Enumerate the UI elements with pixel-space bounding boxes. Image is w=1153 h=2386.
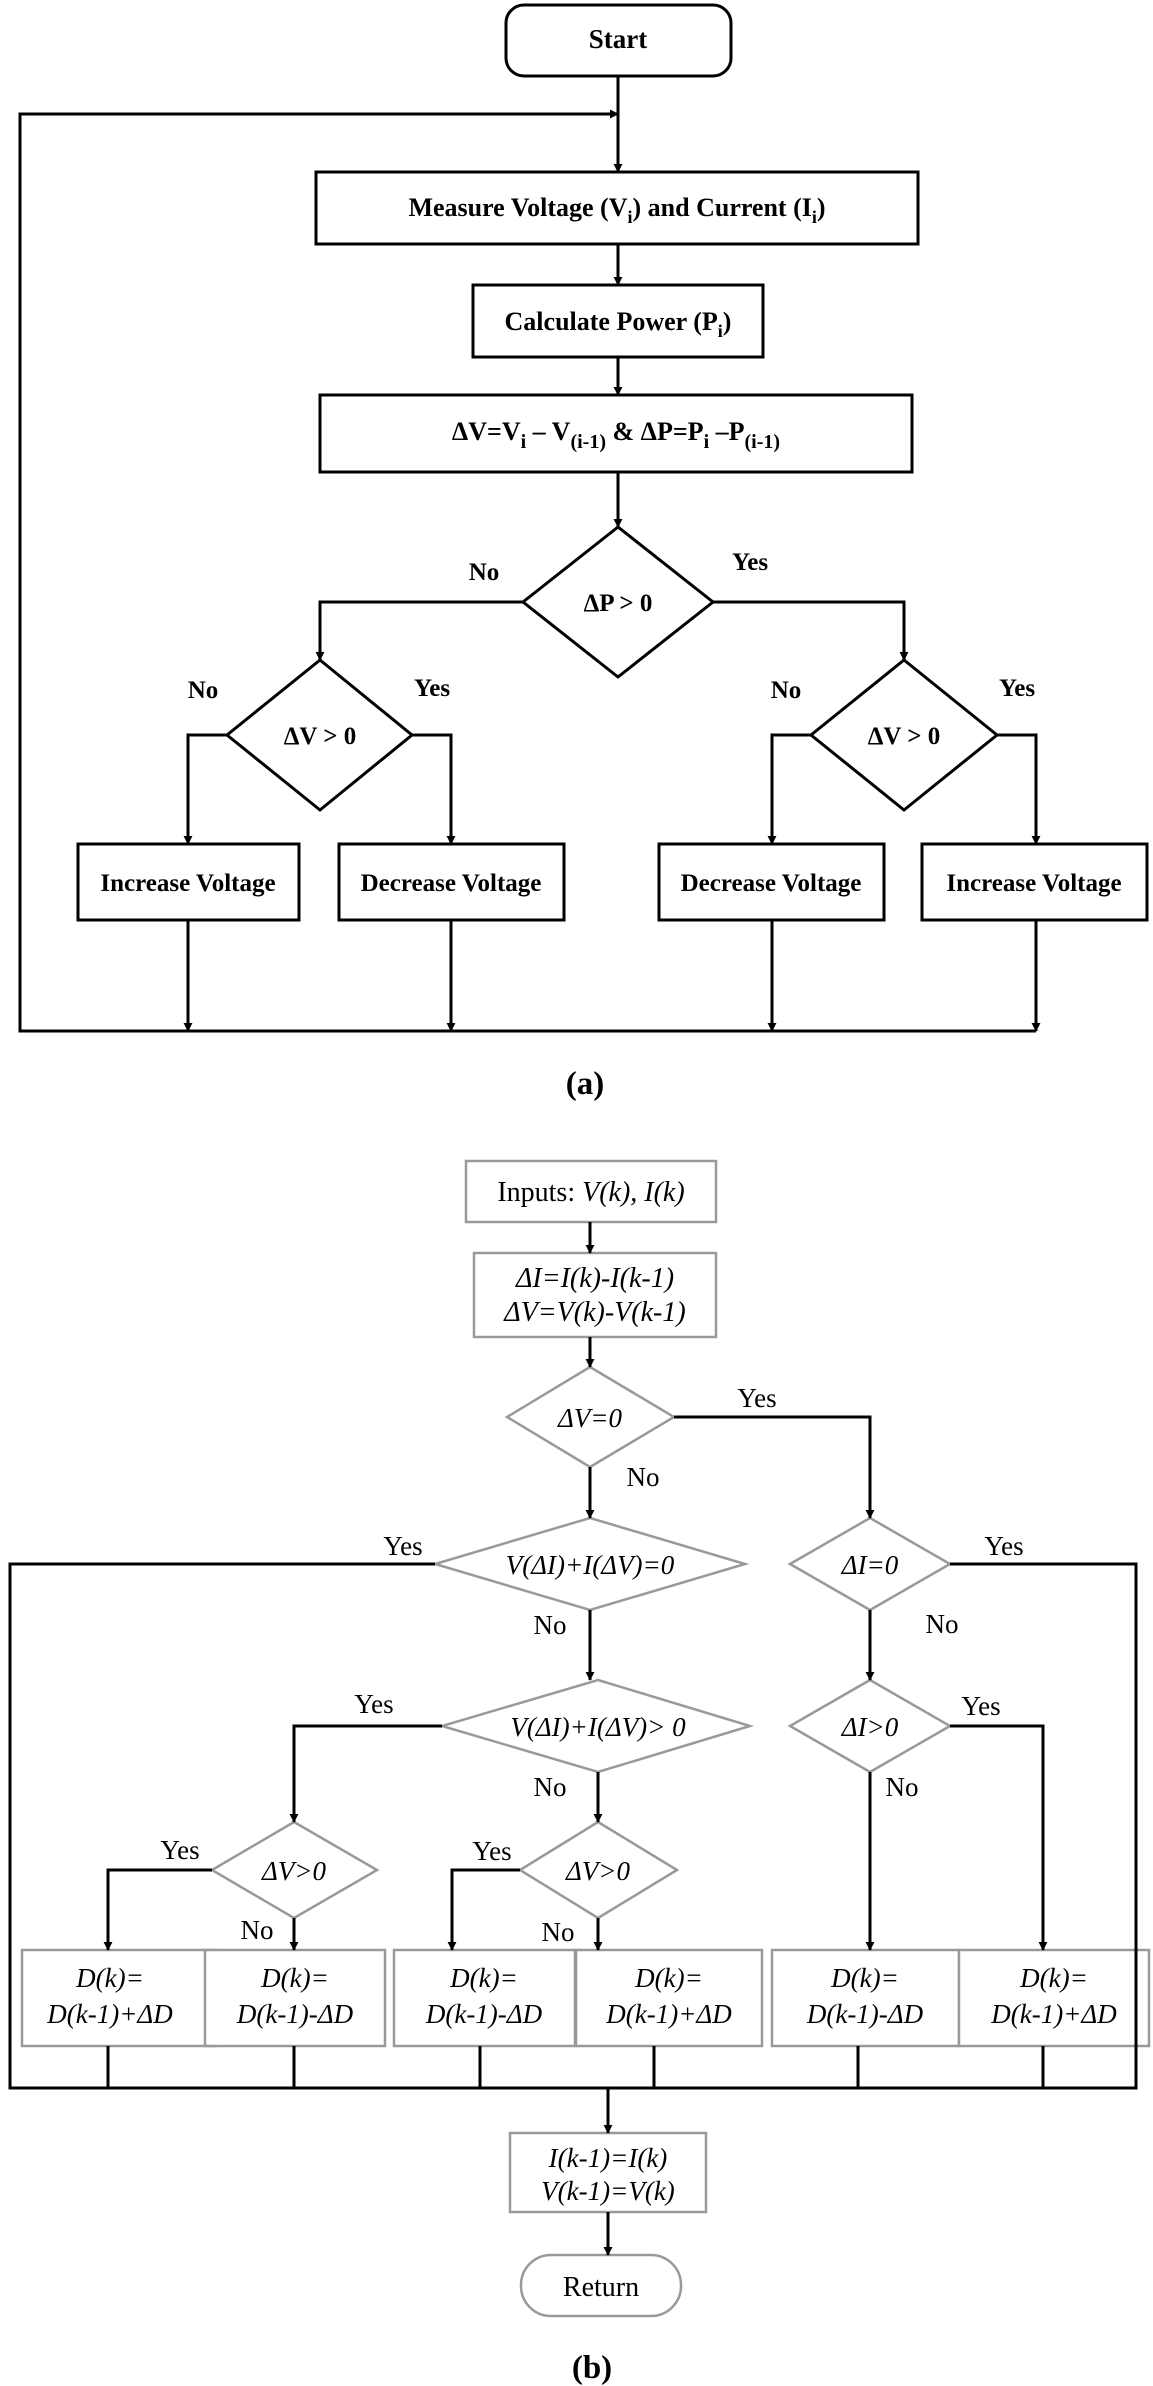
d-box-1-line1: D(k)= [75, 1963, 144, 1993]
start-label: Start [589, 24, 647, 54]
d-box-6-line1: D(k)= [1019, 1963, 1088, 1993]
dipos-yes-label: Yes [961, 1691, 1000, 1721]
measure-box [314, 170, 920, 246]
decision-di-pos-label: ΔI>0 [841, 1712, 899, 1742]
box-decrease-left [337, 842, 566, 922]
d-box-1-line2: D(k-1)+ΔD [46, 1999, 173, 2029]
box-increase-left [76, 842, 301, 922]
calculate-label: Calculate Power (Pi) [505, 307, 732, 341]
dvposm-yes-label: Yes [472, 1836, 511, 1866]
dvr-no-label: No [771, 677, 802, 704]
di0-no-label: No [926, 1609, 959, 1639]
decision-di-zero-label: ΔI=0 [841, 1550, 899, 1580]
decision-dv-pos-mid-label: ΔV>0 [565, 1856, 631, 1886]
d-box-2 [203, 1948, 387, 2048]
box-increase-left-label: Increase Voltage [100, 870, 275, 897]
dvr-yes-label: Yes [999, 675, 1035, 702]
caption-b: (b) [572, 2350, 612, 2386]
decision-dp [520, 525, 716, 679]
d-box-3-line1: D(k)= [449, 1963, 518, 1993]
decision-dv-left [224, 658, 415, 812]
d-box-6 [957, 1948, 1151, 2048]
decision-dv-pos-left-label: ΔV>0 [261, 1856, 327, 1886]
update-line1: I(k-1)=I(k) [548, 2143, 668, 2173]
return-terminal [519, 2253, 683, 2318]
dipos-no-label: No [886, 1772, 919, 1802]
dp-yes-label: Yes [732, 549, 768, 576]
diff-line2: ΔV=V(k)-V(k-1) [503, 1297, 685, 1328]
dv0-no-label: No [627, 1462, 660, 1492]
decision-dv-right [808, 658, 1000, 812]
d-box-4-line2: D(k-1)+ΔD [605, 1999, 732, 2029]
d-box-3-line2: D(k-1)-ΔD [425, 1999, 543, 2029]
box-decrease-left-label: Decrease Voltage [361, 870, 542, 897]
inputs-label: Inputs: V(k), I(k) [497, 1177, 684, 1208]
d-box-5-line2: D(k-1)-ΔD [806, 1999, 924, 2029]
flowchart-a-labels: Start Measure Voltage (Vi) and Current (… [100, 24, 1121, 1102]
d-box-3 [392, 1948, 577, 2048]
d-box-2-line1: D(k)= [260, 1963, 329, 1993]
caption-a: (a) [566, 1066, 604, 1102]
decision-sum-zero-label: V(ΔI)+I(ΔV)=0 [506, 1550, 675, 1580]
decision-sum-pos-label: V(ΔI)+I(ΔV)> 0 [510, 1712, 686, 1742]
diff-line1: ΔI=I(k)-I(k-1) [515, 1263, 674, 1294]
dvl-yes-label: Yes [414, 675, 450, 702]
dv0-yes-label: Yes [737, 1383, 776, 1413]
diff-box [472, 1251, 718, 1339]
box-increase-right-label: Increase Voltage [946, 870, 1121, 897]
d-box-2-line2: D(k-1)-ΔD [236, 1999, 354, 2029]
sumpos-no-label: No [534, 1772, 567, 1802]
feedback-loop-a [18, 109, 1036, 1033]
dp-no-label: No [469, 559, 500, 586]
sum0-no-label: No [534, 1610, 567, 1640]
flowchart-b-connectors [8, 1222, 1138, 2256]
dvposl-yes-label: Yes [160, 1835, 199, 1865]
d-box-1 [20, 1948, 218, 2048]
decision-dv-right-label: ΔV > 0 [868, 723, 941, 750]
d-box-4-line1: D(k)= [634, 1963, 703, 1993]
measure-label: Measure Voltage (Vi) and Current (Ii) [408, 193, 825, 227]
decision-dp-label: ΔP > 0 [584, 590, 653, 617]
delta-label: ΔV=Vi – V(i-1) & ΔP=Pi –P(i-1) [452, 417, 780, 453]
sumpos-yes-label: Yes [354, 1689, 393, 1719]
flowchart-a [18, 3, 1149, 1033]
decision-dv-left-label: ΔV > 0 [284, 723, 357, 750]
d-box-5-line1: D(k)= [830, 1963, 899, 1993]
flowchart-b-shapes [20, 1159, 1151, 2318]
d-box-4 [574, 1948, 764, 2048]
update-line2: V(k-1)=V(k) [541, 2176, 675, 2206]
box-decrease-right-label: Decrease Voltage [681, 870, 862, 897]
sum0-yes-label: Yes [383, 1531, 422, 1561]
dvposl-no-label: No [241, 1915, 274, 1945]
dvposm-no-label: No [542, 1917, 575, 1947]
decision-dv-zero-label: ΔV=0 [557, 1403, 623, 1433]
d-box-6-line2: D(k-1)+ΔD [990, 1999, 1117, 2029]
flowchart-b-labels: Inputs: V(k), I(k) ΔI=I(k)-I(k-1) ΔV=V(k… [46, 1177, 1117, 2386]
delta-box [318, 393, 914, 474]
box-decrease-right [657, 842, 886, 922]
dvl-no-label: No [188, 677, 219, 704]
return-label: Return [563, 2272, 639, 2303]
di0-yes-label: Yes [984, 1531, 1023, 1561]
